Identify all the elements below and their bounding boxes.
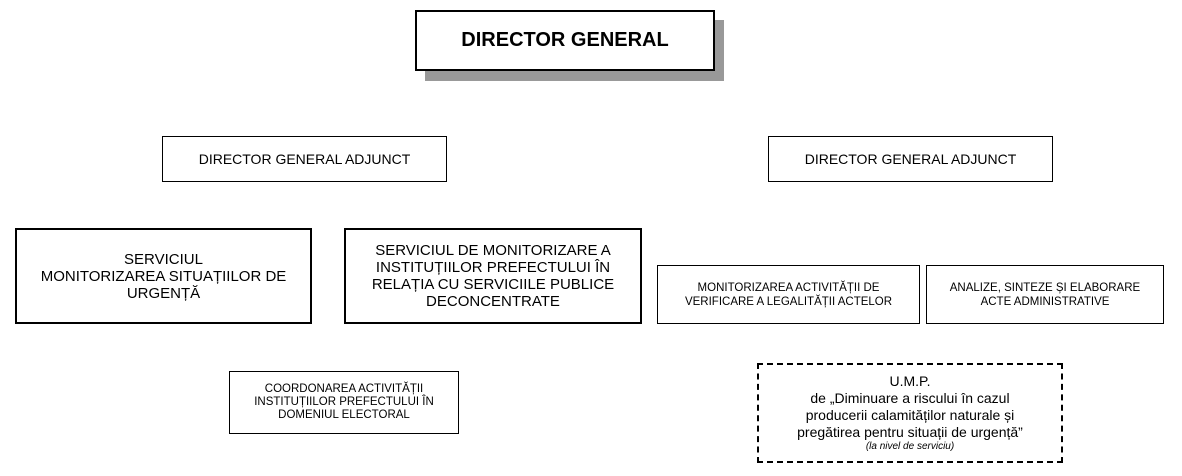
line: MONITORIZAREA SITUAȚIILOR DE bbox=[40, 267, 287, 285]
ump-note: (la nivel de serviciu) bbox=[865, 441, 955, 452]
line: SERVICIUL DE MONITORIZARE A bbox=[375, 242, 611, 259]
line: pregătirea pentru situații de urgență” bbox=[797, 424, 1023, 440]
director-general-box: DIRECTOR GENERAL bbox=[415, 10, 715, 71]
adjunct-right-label: DIRECTOR GENERAL ADJUNCT bbox=[804, 151, 1017, 167]
coordonarea-box: COORDONAREA ACTIVITĂȚII INSTITUȚIILOR PR… bbox=[229, 371, 459, 434]
serviciul-monitorizare-box: SERVICIUL DE MONITORIZARE A INSTITUȚIILO… bbox=[344, 228, 642, 324]
serviciul-urgenta-box: SERVICIUL MONITORIZAREA SITUAȚIILOR DE U… bbox=[15, 228, 312, 324]
adjunct-left-label: DIRECTOR GENERAL ADJUNCT bbox=[198, 151, 411, 167]
line: de „Diminuare a riscului în cazul bbox=[810, 390, 1010, 406]
ump-title: U.M.P. bbox=[889, 373, 931, 389]
analize-box: ANALIZE, SINTEZE ȘI ELABORARE ACTE ADMIN… bbox=[926, 265, 1164, 324]
line: producerii calamităților naturale și bbox=[805, 407, 1015, 423]
adjunct-left-box: DIRECTOR GENERAL ADJUNCT bbox=[162, 136, 447, 182]
adjunct-right-box: DIRECTOR GENERAL ADJUNCT bbox=[768, 136, 1053, 182]
line: DOMENIUL ELECTORAL bbox=[278, 409, 410, 421]
line: RELAȚIA CU SERVICIILE PUBLICE bbox=[371, 276, 615, 293]
line: MONITORIZAREA ACTIVITĂȚII DE bbox=[697, 281, 880, 294]
line: VERIFICARE A LEGALITĂȚII ACTELOR bbox=[684, 295, 893, 308]
line: DECONCENTRATE bbox=[426, 293, 560, 310]
director-general-label: DIRECTOR GENERAL bbox=[461, 29, 669, 51]
line: ACTE ADMINISTRATIVE bbox=[980, 295, 1110, 308]
line: ANALIZE, SINTEZE ȘI ELABORARE bbox=[949, 281, 1141, 294]
line: SERVICIUL bbox=[124, 250, 203, 268]
ump-box: U.M.P. de „Diminuare a riscului în cazul… bbox=[757, 363, 1063, 463]
line: INSTITUȚIILOR PREFECTULUI ÎN bbox=[375, 259, 611, 276]
line: URGENȚĂ bbox=[126, 284, 201, 302]
line: COORDONAREA ACTIVITĂȚII bbox=[264, 383, 424, 395]
monitorizarea-legalitate-box: MONITORIZAREA ACTIVITĂȚII DE VERIFICARE … bbox=[657, 265, 920, 324]
line: INSTITUȚIILOR PREFECTULUI ÎN bbox=[254, 396, 434, 408]
